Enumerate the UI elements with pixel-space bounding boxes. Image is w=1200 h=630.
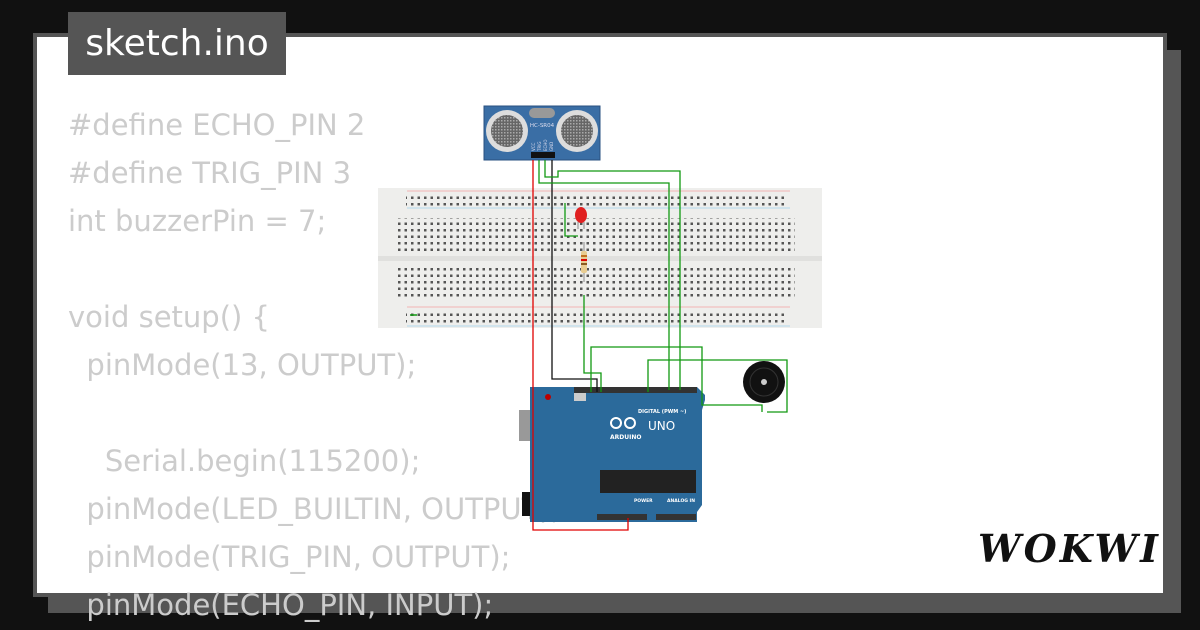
sensor-pin-vcc: VCC — [531, 142, 536, 151]
digital-label: DIGITAL (PWM ~) — [638, 409, 686, 415]
file-tab: sketch.ino — [68, 12, 286, 75]
code-line: Serial.begin(115200); — [68, 444, 421, 478]
wire-gnd — [551, 160, 598, 392]
analog-label: ANALOG IN — [667, 498, 695, 504]
circuit-diagram: HC-SR04 VCC TRIG ECHO GND DIGITAL (PWM ~… — [378, 105, 822, 531]
ultrasonic-sensor: HC-SR04 VCC TRIG ECHO GND — [483, 105, 601, 161]
code-line: void setup() { — [68, 300, 270, 334]
wire-led — [564, 203, 578, 237]
wire-echo — [544, 160, 681, 390]
sensor-pin-trig: TRIG — [537, 141, 542, 152]
wire-trig — [538, 160, 670, 390]
buzzer — [743, 361, 785, 403]
sensor-pin-echo: ECHO — [543, 140, 548, 151]
code-line: pinMode(TRIG_PIN, OUTPUT); — [68, 540, 511, 574]
code-line: #define TRIG_PIN 3 — [68, 156, 352, 190]
wire-buzzer-1 — [590, 346, 763, 412]
wire-resistor — [583, 295, 602, 392]
sensor-pin-gnd: GND — [549, 142, 554, 151]
sensor-label: HC-SR04 — [530, 123, 555, 129]
resistor — [581, 242, 587, 282]
code-line: int buzzerPin = 7; — [68, 204, 327, 238]
breadboard — [378, 188, 822, 328]
board-brand: ARDUINO — [610, 434, 641, 441]
wokwi-logo: WOKWI — [978, 526, 1161, 571]
code-line: #define ECHO_PIN 2 — [68, 108, 366, 142]
led — [575, 207, 587, 229]
arduino-infinity-logo — [610, 417, 636, 429]
arduino-uno: DIGITAL (PWM ~) ARDUINO UNO POWER ANALOG… — [519, 387, 705, 522]
code-line: pinMode(13, OUTPUT); — [68, 348, 417, 382]
code-preview: #define ECHO_PIN 2 #define TRIG_PIN 3 int … — [68, 101, 560, 629]
wires — [410, 160, 788, 531]
wire-vcc — [532, 160, 629, 531]
wire-buzzer-2 — [647, 359, 788, 413]
code-line: pinMode(ECHO_PIN, INPUT); — [68, 588, 494, 622]
board-model: UNO — [648, 419, 675, 433]
power-label: POWER — [634, 498, 653, 504]
